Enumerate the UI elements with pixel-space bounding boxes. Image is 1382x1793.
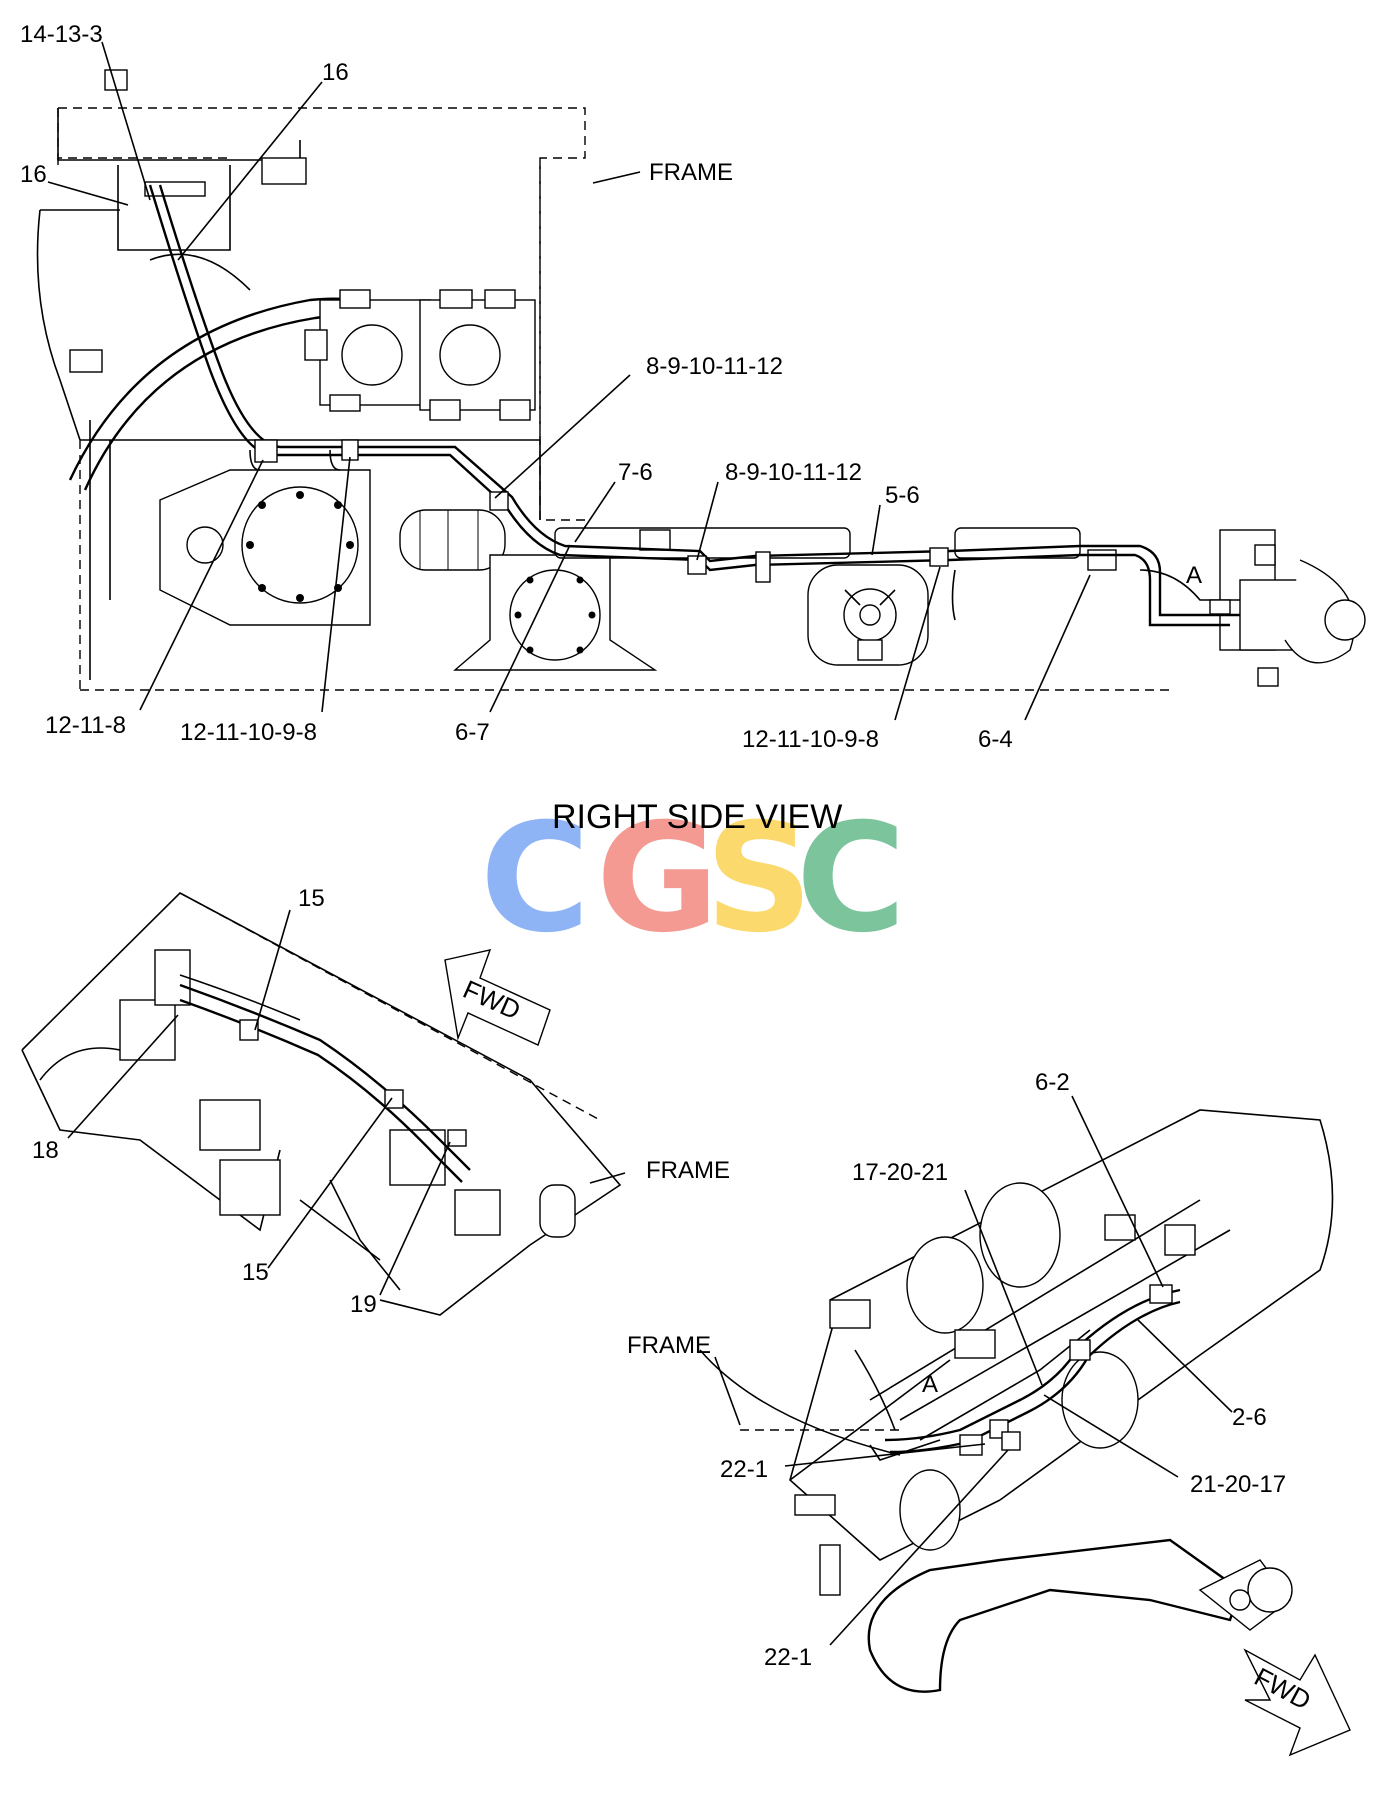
frame-label-top: FRAME [649, 159, 733, 186]
callout-5-6: 5-6 [885, 482, 920, 509]
valve-block-right [419, 289, 536, 421]
callout-6-4: 6-4 [978, 726, 1013, 753]
right-side-view-drawing [36, 69, 1366, 691]
left-detail-leaders [67, 909, 626, 1296]
callout-6-7: 6-7 [455, 719, 490, 746]
view-marker-top: A [1186, 562, 1202, 589]
callout-22-1-lower: 22-1 [764, 1644, 812, 1671]
callout-18: 18 [32, 1137, 59, 1164]
frame-labels: FRAME FRAME FRAME [627, 159, 733, 1359]
left-detail-drawing [21, 892, 622, 1316]
watermark-letter-c1: C [480, 792, 590, 966]
watermark-letter-g: G [596, 792, 719, 966]
callout-16-left: 16 [20, 161, 47, 188]
callout-12-11-8: 12-11-8 [45, 712, 126, 739]
callout-15-lower: 15 [242, 1259, 269, 1286]
view-marker-bottom: A [922, 1371, 938, 1398]
valve-block-left [304, 289, 431, 412]
page-title: RIGHT SIDE VIEW [552, 798, 842, 836]
watermark-letter-s: S [705, 792, 813, 966]
frame-label-bottom: FRAME [627, 1332, 711, 1359]
right-hub [1087, 529, 1366, 687]
bottom-right-detail-drawing [699, 1109, 1334, 1693]
fwd-arrow-bottom: FWD [1243, 1648, 1351, 1757]
callout-8-9-10-11-12-lower: 8-9-10-11-12 [725, 459, 862, 486]
callout-12-11-10-9-8-left: 12-11-10-9-8 [180, 719, 317, 746]
cgsc-watermark: C G S C [480, 792, 906, 966]
callout-19: 19 [350, 1291, 377, 1318]
accumulator [399, 509, 506, 571]
callout-22-1-upper: 22-1 [720, 1456, 768, 1483]
callout-14-13-3: 14-13-3 [20, 21, 103, 48]
callout-6-2: 6-2 [1035, 1069, 1070, 1096]
callout-15-upper: 15 [298, 885, 325, 912]
top-view-leaders [47, 41, 1091, 721]
callout-21-20-17: 21-20-17 [1190, 1471, 1286, 1498]
bottom-right-leaders [714, 1095, 1233, 1646]
callout-labels: 14-13-3 16 16 8-9-10-11-12 7-6 8-9-10-11… [20, 21, 1286, 1671]
wheel-plate-left [159, 469, 371, 626]
callout-8-9-10-11-12-upper: 8-9-10-11-12 [646, 353, 783, 380]
callout-12-11-10-9-8-right: 12-11-10-9-8 [742, 726, 879, 753]
callout-17-20-21: 17-20-21 [852, 1159, 948, 1186]
frame-label-middle: FRAME [646, 1157, 730, 1184]
callout-7-6: 7-6 [618, 459, 653, 486]
watermark-letter-c2: C [796, 792, 906, 966]
callout-16-upper: 16 [322, 59, 349, 86]
callout-2-6: 2-6 [1232, 1404, 1267, 1431]
wheel-plate-right [807, 564, 929, 666]
wheel-plate-middle [453, 554, 658, 671]
